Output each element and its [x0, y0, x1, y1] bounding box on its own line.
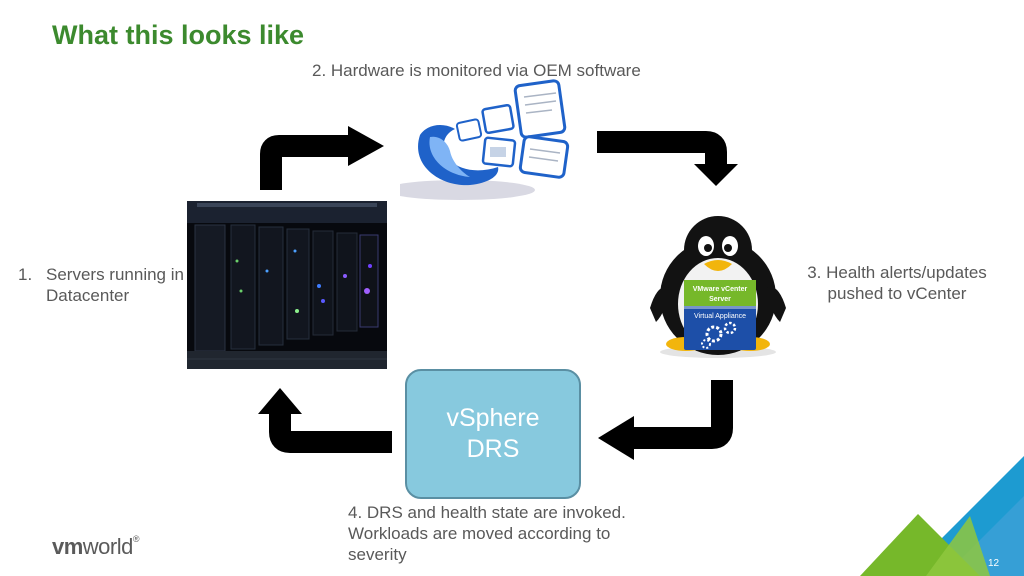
logo-brand-rest: world: [82, 534, 134, 559]
appliance-line-2: Server: [709, 296, 731, 303]
step-4-line-3: severity: [348, 545, 407, 564]
step-3-label: 3. Health alerts/updates pushed to vCent…: [782, 262, 1012, 304]
arrow-software-to-vcenter: [597, 131, 738, 186]
vmworld-logo: vmworld®: [52, 534, 140, 560]
slide-title: What this looks like: [52, 20, 305, 50]
arrow-servers-to-software: [260, 126, 384, 190]
appliance-line-1: VMware vCenter: [693, 286, 748, 293]
logo-brand-bold: vm: [52, 534, 83, 559]
drs-box-line-1: vSphere: [446, 404, 540, 432]
vsphere-drs-box: vSphere DRS: [405, 369, 581, 499]
step-4-label: 4. DRS and health state are invoked. Wor…: [348, 502, 688, 565]
step-3-line-1: 3. Health alerts/updates: [807, 263, 987, 282]
arrow-vcenter-to-drs: [598, 380, 733, 460]
step-1-label: 1. Servers running in Datacenter: [18, 264, 198, 306]
step-4-line-2: Workloads are moved according to: [348, 524, 611, 543]
step-1-number: 1.: [18, 265, 33, 284]
step-4-line-1: 4. DRS and health state are invoked.: [348, 503, 626, 522]
step-2-label: 2. Hardware is monitored via OEM softwar…: [312, 61, 641, 80]
vcenter-appliance-penguin-icon: VMware vCenter Server Virtual Appliance: [650, 216, 786, 358]
drs-box-line-2: DRS: [466, 435, 520, 463]
page-number: 12: [988, 558, 1000, 569]
corner-triangles-decoration: [860, 456, 1024, 576]
logo-mark: ®: [132, 534, 140, 544]
datacenter-servers-image: [187, 201, 387, 369]
appliance-line-3: Virtual Appliance: [694, 313, 746, 320]
oem-monitoring-software-icon: [400, 79, 570, 200]
step-1-text: Servers running in Datacenter: [46, 265, 184, 305]
arrow-drs-to-servers: [258, 388, 392, 453]
step-3-line-2: pushed to vCenter: [827, 284, 967, 303]
